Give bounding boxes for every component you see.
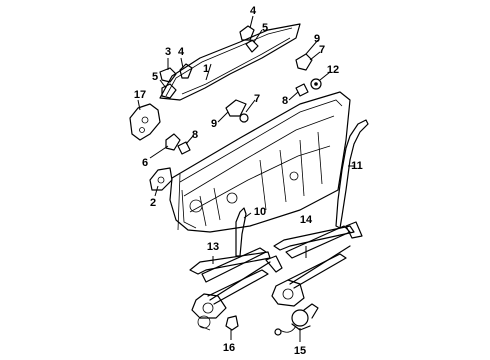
callout-8-right: 8 bbox=[282, 95, 288, 107]
channel-10 bbox=[235, 207, 247, 257]
callout-15: 15 bbox=[294, 345, 306, 357]
small-clip-4-left bbox=[179, 63, 193, 79]
clip-6 bbox=[165, 133, 181, 151]
callout-9-mid: 9 bbox=[211, 118, 217, 130]
callout-14: 14 bbox=[300, 214, 313, 226]
callout-12: 12 bbox=[327, 64, 339, 76]
guide-9-mid bbox=[225, 99, 247, 117]
bracket-2 bbox=[149, 167, 173, 191]
callout-4-top: 4 bbox=[250, 5, 257, 17]
callout-5-top: 5 bbox=[262, 22, 268, 34]
callout-13: 13 bbox=[207, 241, 219, 253]
callout-3: 3 bbox=[165, 46, 171, 58]
callout-9-right: 9 bbox=[314, 33, 320, 45]
leader-lines bbox=[137, 15, 354, 342]
callout-4-left: 4 bbox=[178, 46, 185, 58]
clip-7-right bbox=[295, 53, 313, 71]
callout-7-right: 7 bbox=[319, 44, 325, 56]
fastener-8-left bbox=[177, 141, 191, 155]
window-regulator-13 bbox=[189, 247, 283, 331]
clip-16 bbox=[225, 315, 239, 331]
fastener-7-mid bbox=[239, 113, 249, 123]
window-regulator-14 bbox=[271, 221, 363, 307]
fastener-8-right bbox=[295, 83, 309, 97]
door-glass bbox=[159, 23, 301, 101]
callout-10: 10 bbox=[254, 206, 266, 218]
small-clip-5-left bbox=[161, 83, 177, 99]
guide-5-top bbox=[245, 39, 259, 53]
callout-8-left: 8 bbox=[192, 129, 198, 141]
callout-7-mid: 7 bbox=[254, 93, 260, 105]
regulator-motor-15 bbox=[274, 303, 319, 336]
callout-16: 16 bbox=[223, 342, 235, 354]
door-panel bbox=[169, 91, 351, 233]
glass-run-channel-11 bbox=[335, 119, 369, 229]
callout-6: 6 bbox=[142, 157, 148, 169]
fastener-12 bbox=[310, 78, 322, 90]
callout-11: 11 bbox=[351, 160, 363, 172]
callout-17: 17 bbox=[134, 89, 146, 101]
callout-2: 2 bbox=[150, 197, 156, 209]
callout-labels: 1 2 3 4 4 5 5 6 7 7 8 8 9 9 10 11 12 13 … bbox=[134, 5, 363, 357]
guide-4-top bbox=[239, 25, 255, 41]
callout-1: 1 bbox=[203, 63, 209, 75]
mirror-bracket-17 bbox=[129, 103, 161, 141]
callout-5-left: 5 bbox=[152, 71, 158, 83]
